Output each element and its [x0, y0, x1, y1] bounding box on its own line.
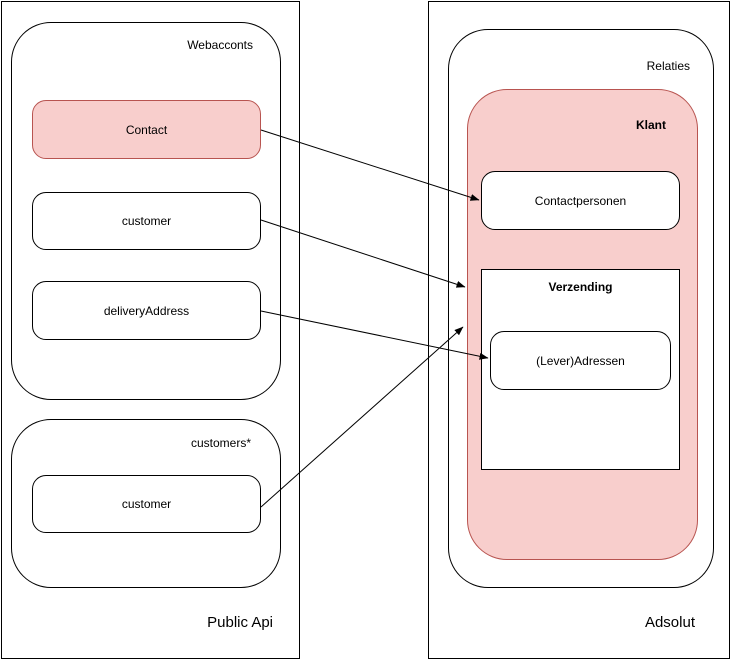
node-deliveryaddress: deliveryAddress: [32, 281, 261, 340]
node-contactpersonen-label: Contactpersonen: [534, 193, 627, 208]
public-api-title: Public Api: [207, 614, 273, 631]
node-customer-customers: customer: [32, 475, 261, 533]
section-verzending-title: Verzending: [548, 280, 613, 294]
node-leveradressen-label: (Lever)Adressen: [536, 353, 625, 368]
node-customer-customers-label: customer: [121, 497, 172, 511]
group-customers-title: customers*: [190, 436, 251, 450]
node-contact: Contact: [32, 100, 261, 159]
group-relaties-title: Relaties: [646, 59, 690, 73]
node-contactpersonen: Contactpersonen: [481, 171, 680, 230]
node-deliveryaddress-label: deliveryAddress: [103, 303, 190, 318]
group-webacconts-title: Webacconts: [187, 38, 253, 52]
adsolut-title: Adsolut: [644, 614, 695, 631]
node-leveradressen: (Lever)Adressen: [490, 331, 671, 390]
node-customer-webacconts-label: customer: [121, 214, 172, 228]
node-customer-webacconts: customer: [32, 192, 261, 250]
node-contact-label: Contact: [125, 122, 168, 137]
group-klant-title: Klant: [636, 118, 666, 132]
